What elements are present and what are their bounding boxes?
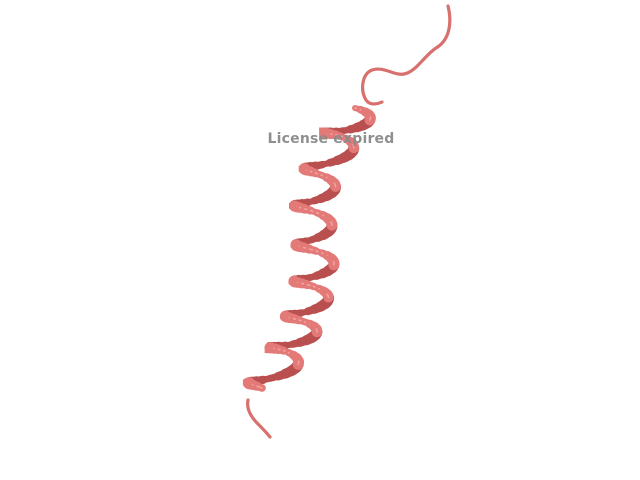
- helix-ribbon-highlight: [352, 143, 355, 149]
- alpha-helix: [242, 105, 376, 392]
- helix-ribbon-highlight: [369, 116, 372, 121]
- helix-ribbon-highlight: [333, 182, 337, 188]
- helix-ribbon-highlight: [256, 385, 263, 389]
- coil-tail-top: [361, 4, 452, 106]
- helix-ribbon-highlight: [330, 221, 333, 226]
- helix-ribbon-highlight: [315, 328, 318, 333]
- coil-tail-bottom: [246, 398, 272, 439]
- helix-ribbon-highlight: [326, 293, 330, 299]
